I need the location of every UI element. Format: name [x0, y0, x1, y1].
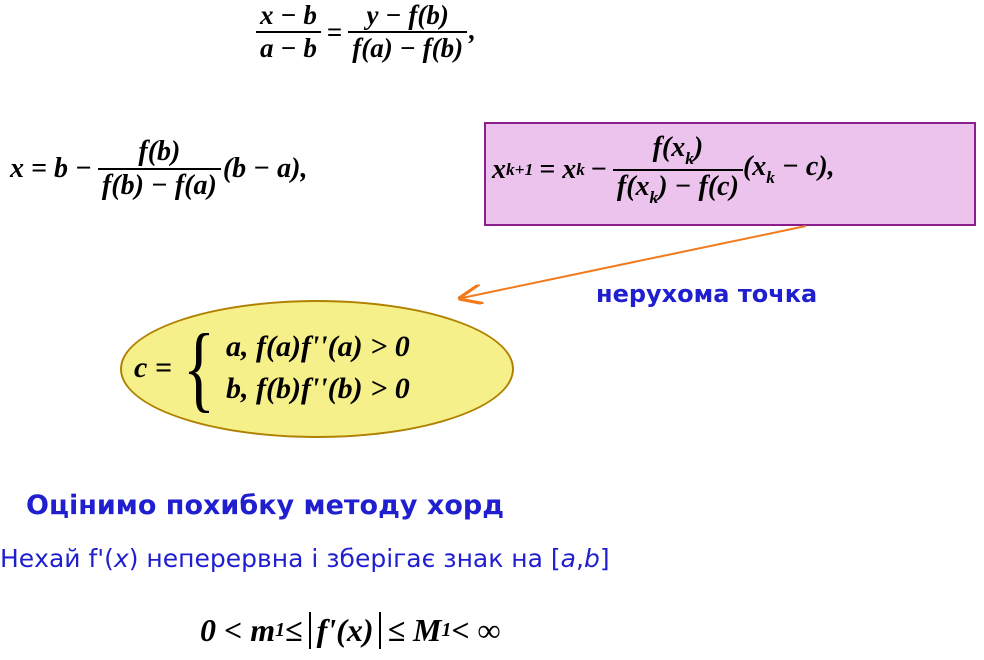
fixed-point-label: нерухома точка: [596, 280, 818, 308]
formula-x-explicit: x = b − f(b) f(b) − f(a) (b − a),: [10, 136, 308, 202]
piecewise-definition: c = { a, f(a)f''(a) > 0 b, f(b)f''(b) > …: [134, 314, 410, 421]
formula-secant-ratio: x − b a − b = y − f(b) f(a) − f(b) ,: [256, 0, 476, 64]
fixed-point-ellipse: [120, 300, 514, 438]
fraction-left: x − b a − b: [256, 0, 321, 64]
fraction-fb: f(b) f(b) − f(a): [97, 136, 221, 202]
error-estimate-heading: Оцінимо похибку методу хорд: [26, 490, 505, 521]
continuity-statement: Нехай f'(x) неперервна і зберігає знак н…: [0, 544, 610, 573]
fraction-right: y − f(b) f(a) − f(b): [348, 0, 468, 64]
fraction-iteration: f(xk) f(xk) − f(c): [612, 132, 743, 208]
